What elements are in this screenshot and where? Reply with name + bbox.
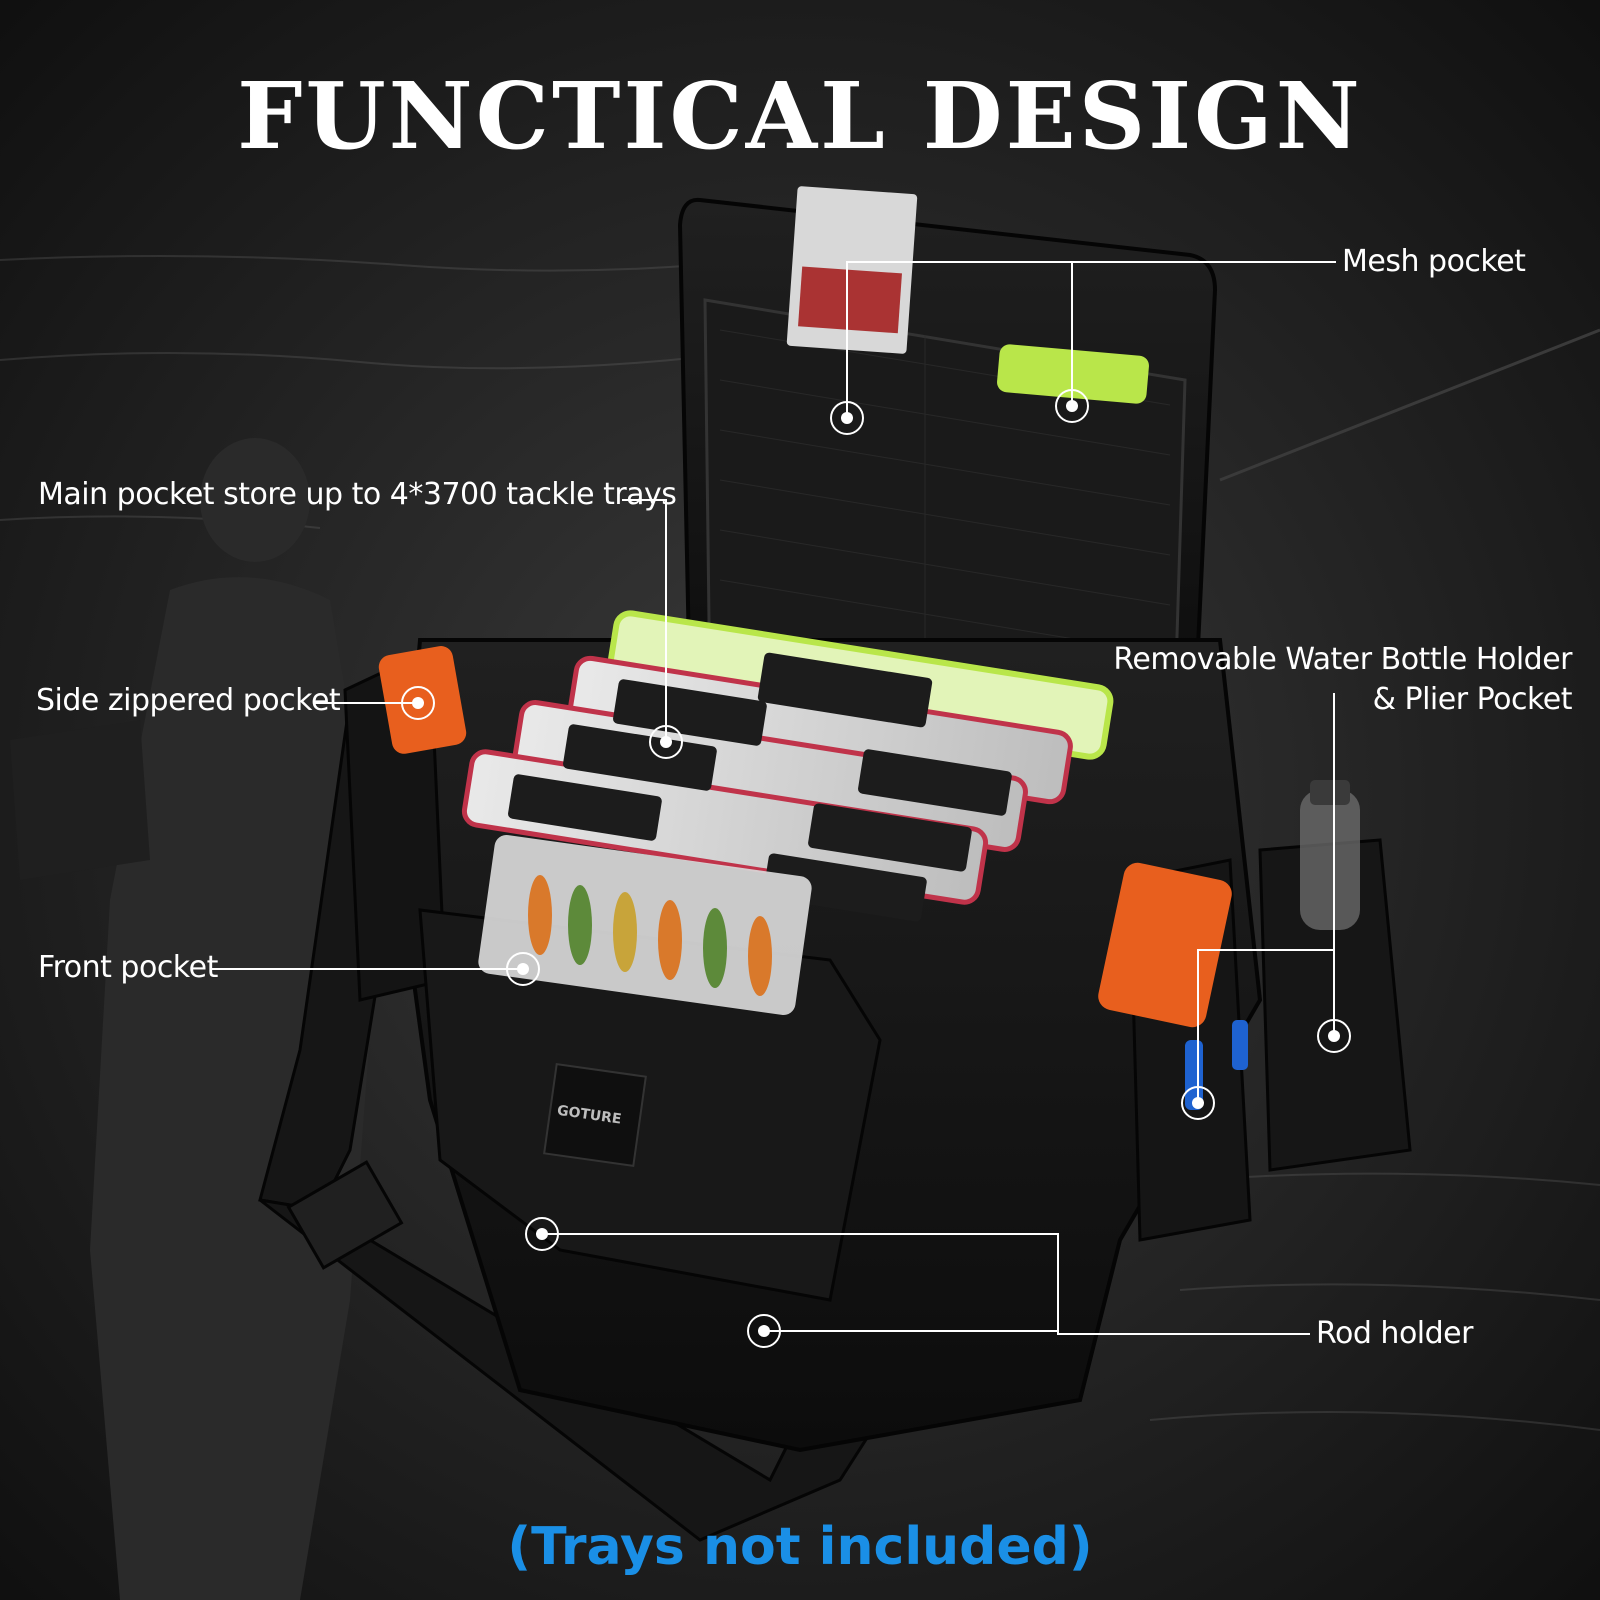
trays-not-included-note: (Trays not included) [507,1517,1093,1577]
lure-box [478,834,812,1016]
callout-lines [210,261,1336,1335]
water-texture [0,254,1600,1431]
marker-bottle-holder [1317,1019,1351,1053]
rod-holder-leader [542,1233,1310,1335]
label-main-pocket: Main pocket store up to 4*3700 tackle tr… [38,477,677,512]
mesh-pocket-leader [846,261,1336,418]
front-pocket: GOTURE [418,834,882,1302]
angler-silhouette [10,328,1600,1600]
marker-rod-holder-2 [747,1314,781,1348]
label-mesh-pocket: Mesh pocket [1342,244,1526,279]
marker-plier-pocket [1181,1086,1215,1120]
marker-front-pocket [506,952,540,986]
bottle-holder-leader [1197,693,1335,1103]
marker-rod-holder-1 [525,1217,559,1251]
marker-side-pocket [401,686,435,720]
page-title: FUNCTICAL DESIGN [237,62,1363,170]
label-front-pocket: Front pocket [38,950,218,985]
label-bottle-holder-line1: Removable Water Bottle Holder [1113,642,1572,677]
goture-patch [543,1063,647,1167]
label-rod-holder: Rod holder [1316,1316,1473,1351]
marker-mesh-1 [830,401,864,435]
main-pocket-leader [622,499,667,742]
tackle-trays [461,610,1114,922]
label-bottle-holder-line2: & Plier Pocket [1372,682,1573,717]
marker-mesh-2 [1055,389,1089,423]
label-side-zippered-pocket: Side zippered pocket [36,683,341,718]
marker-main-pocket [649,725,683,759]
callout-markers [401,389,1351,1348]
lures [528,875,772,996]
water-bottle [1300,790,1360,930]
